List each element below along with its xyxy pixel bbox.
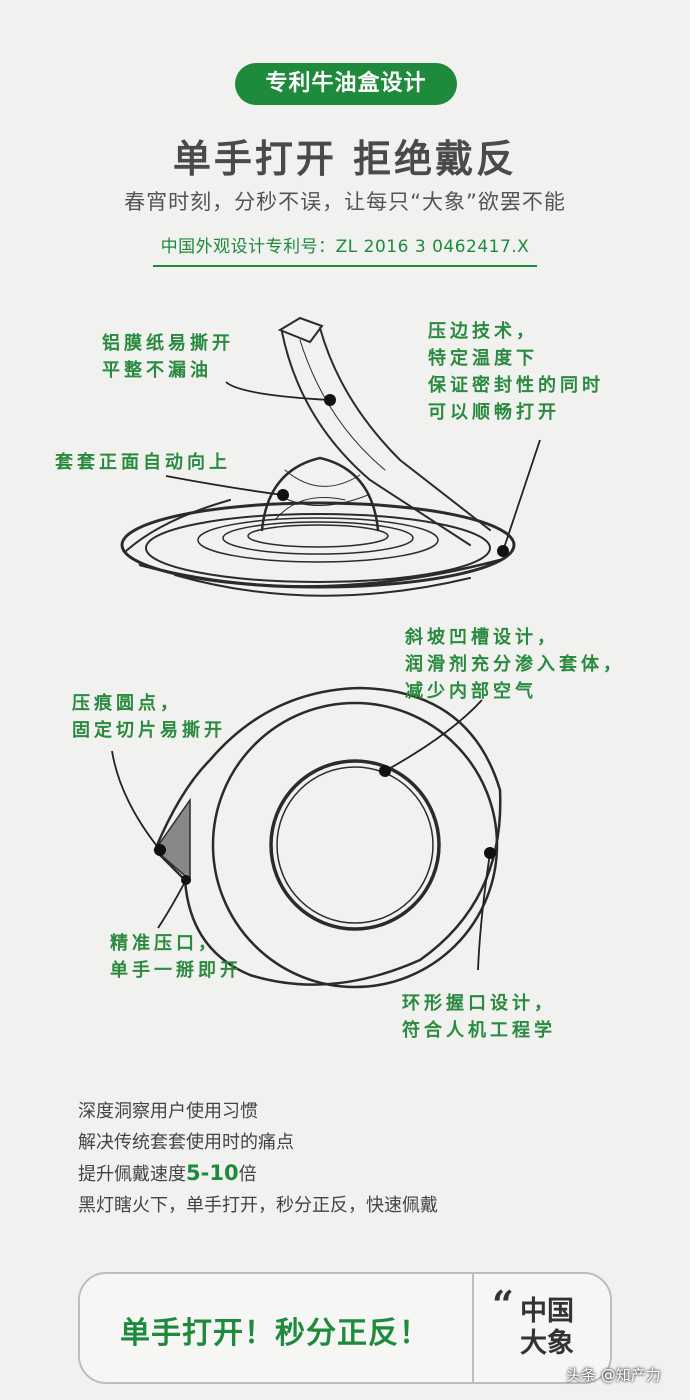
banner-divider [472, 1274, 474, 1382]
slogan-text: 单手打开！秒分正反！ [120, 1316, 430, 1351]
annotation-ring: 环形握口设计， 符合人机工程学 [402, 993, 556, 1041]
annotation-front: 套套正面自动向上 [55, 452, 231, 473]
brand-logo: 中国 大象 [520, 1296, 574, 1359]
annotation-notch: 精准压口， 单手一掰即开 [110, 933, 242, 981]
quote-icon: “ [492, 1282, 514, 1327]
headline: 单手打开 拒绝戴反 [172, 137, 518, 181]
annotation-edge: 压边技术， 特定温度下 保证密封性的同时 可以顺畅打开 [428, 321, 604, 423]
subheadline: 春宵时刻，分秒不误，让每只“大象”欲罢不能 [124, 190, 566, 214]
top-view-sketch [153, 686, 502, 989]
annotation-slope: 斜坡凹槽设计， 润滑剂充分渗入套体， 减少内部空气 [405, 627, 625, 702]
description-paragraph: 深度洞察用户使用习惯 解决传统套套使用时的痛点 提升佩戴速度5-10倍 黑灯瞎火… [78, 1096, 438, 1221]
slogan-banner: 单手打开！秒分正反！ “ 中国 大象 [78, 1272, 612, 1384]
annotation-foil: 铝膜纸易撕开 平整不漏油 [102, 333, 234, 381]
patent-number: 中国外观设计专利号：ZL 2016 3 0462417.X [153, 232, 537, 267]
foil-sketch [277, 316, 491, 546]
description-line: 黑灯瞎火下，单手打开，秒分正反，快速佩戴 [78, 1195, 438, 1216]
tray-sketch [120, 456, 516, 597]
annotation-dot: 压痕圆点， 固定切片易撕开 [72, 693, 226, 741]
description-line: 提升佩戴速度5-10倍 [78, 1161, 257, 1185]
description-line: 深度洞察用户使用习惯 [78, 1101, 258, 1122]
description-line: 解决传统套套使用时的痛点 [78, 1132, 294, 1153]
watermark: 头条 @知产力 [566, 1366, 661, 1384]
product-sketch [111, 316, 541, 989]
title-badge: 专利牛油盒设计 [235, 63, 457, 105]
speed-multiplier: 5-10 [186, 1161, 239, 1185]
